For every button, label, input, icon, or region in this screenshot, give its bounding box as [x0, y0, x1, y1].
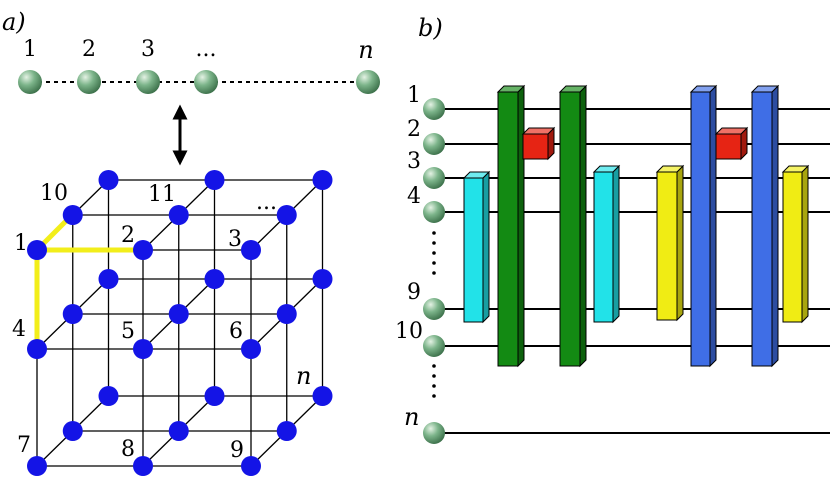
yellow-path-vertical [34, 213, 74, 349]
wire-label-10: 10 [395, 319, 423, 344]
lattice-node [168, 304, 189, 324]
cube-label-9: 9 [230, 438, 244, 463]
lattice-nodes [27, 170, 333, 476]
chain-qubit-2 [77, 70, 101, 94]
wire-label-n: n [404, 403, 419, 431]
cyan-gate-1 [462, 170, 491, 324]
cube-label-n: n [296, 362, 311, 390]
red-gate-2 [714, 126, 749, 161]
lattice-node [27, 456, 47, 476]
cyan-gate-2 [592, 164, 621, 324]
circuit-qubit-2 [423, 133, 445, 155]
wire-label-3: 3 [407, 149, 421, 174]
lattice-node [312, 386, 333, 406]
green-gate-2 [558, 84, 588, 368]
green-gate-1 [496, 84, 526, 368]
wire-label-1: 1 [407, 83, 421, 108]
lattice-node [204, 386, 225, 406]
chain-label-1: 1 [23, 37, 37, 62]
yellow-gate-1 [655, 164, 685, 322]
chain-qubit-1 [18, 70, 42, 94]
lattice-node [62, 304, 83, 324]
cube-label-11: 11 [148, 182, 176, 207]
cube-label-7: 7 [17, 433, 31, 458]
panel-a: a) 1 2 3 ... n 1 2 3 4 5 [2, 8, 380, 476]
circuit-qubits [423, 98, 445, 444]
lattice-node [241, 240, 261, 260]
circuit-qubit-3 [423, 167, 445, 189]
lattice-node [62, 205, 83, 225]
lattice-node [133, 339, 153, 359]
chain-qubit-3 [136, 70, 160, 94]
lattice-node [27, 240, 47, 260]
panel-b-label: b) [418, 14, 443, 42]
wire-label-4: 4 [407, 184, 421, 209]
circuit-qubit-1 [423, 98, 445, 120]
lattice-node [241, 456, 261, 476]
chain-label-2: 2 [82, 37, 96, 62]
cube-lattice: 1 2 3 4 5 6 7 8 9 10 11 ... n [12, 170, 333, 476]
yellow-gate-2 [781, 164, 810, 324]
wire-label-9: 9 [407, 280, 421, 305]
panel-a-label: a) [2, 8, 26, 36]
lattice-node [276, 421, 297, 441]
cube-label-dots: ... [256, 190, 277, 215]
lattice-node [62, 421, 83, 441]
cube-label-10: 10 [40, 181, 68, 206]
chain-label-n: n [358, 36, 373, 64]
lattice-node [98, 269, 119, 289]
red-gate-1 [521, 126, 556, 161]
lattice-node [241, 339, 261, 359]
circuit-qubit-10 [423, 335, 445, 357]
wire-label-2: 2 [407, 117, 421, 142]
circuit-gates [462, 84, 810, 368]
lattice-node [133, 456, 153, 476]
cube-label-4: 4 [12, 317, 26, 342]
lattice-node [204, 269, 225, 289]
wire-ellipsis-lower [432, 364, 436, 398]
circuit-qubit-9 [423, 298, 445, 320]
cube-label-2: 2 [121, 223, 135, 248]
lattice-node [204, 170, 225, 190]
chain-label-3: 3 [141, 37, 155, 62]
lattice-node [276, 205, 297, 225]
lattice-node [312, 269, 333, 289]
lattice-node [98, 386, 119, 406]
lattice-node [168, 205, 189, 225]
circuit-qubit-n [423, 422, 445, 444]
lattice-edges [36, 179, 324, 467]
chain-qubit-dots [194, 70, 218, 94]
circuit-qubit-4 [423, 201, 445, 223]
lattice-node [133, 240, 153, 260]
chain-qubit-n [356, 70, 380, 94]
chain-label-dots: ... [196, 37, 217, 62]
lattice-node [168, 421, 189, 441]
blue-gate-2 [750, 84, 780, 368]
blue-gate-1 [689, 84, 718, 368]
cube-label-1: 1 [14, 231, 28, 256]
qubit-chain: 1 2 3 ... n [18, 36, 380, 94]
lattice-node [98, 170, 119, 190]
wire-ellipsis-upper [432, 231, 436, 275]
cube-label-3: 3 [228, 227, 242, 252]
cube-label-5: 5 [121, 319, 135, 344]
cube-label-6: 6 [229, 319, 243, 344]
panel-b: b) [395, 14, 830, 444]
lattice-node [276, 304, 297, 324]
lattice-node [27, 339, 47, 359]
lattice-node [312, 170, 333, 190]
cube-label-8: 8 [121, 437, 135, 462]
